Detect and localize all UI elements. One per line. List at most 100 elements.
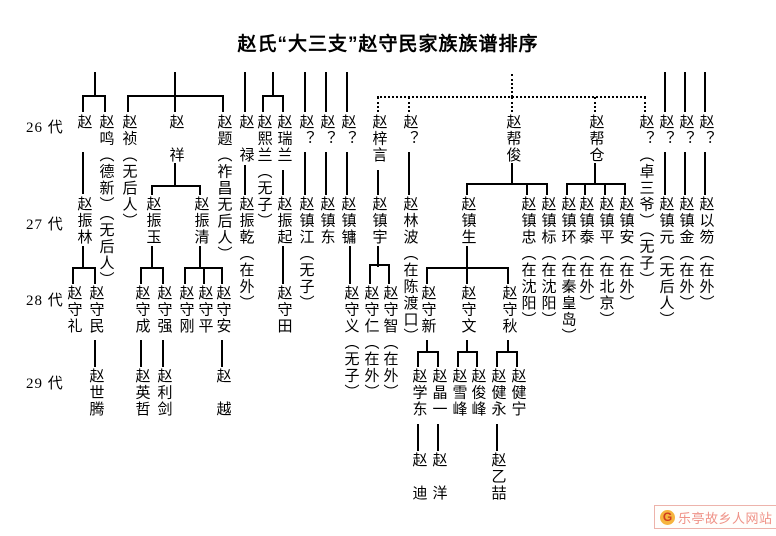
connector-line bbox=[221, 340, 223, 367]
tree-node: 赵 洋 bbox=[430, 452, 447, 502]
connector-line bbox=[466, 184, 468, 195]
connector-line bbox=[594, 163, 596, 185]
tree-node: 赵帮仓 bbox=[587, 114, 604, 164]
connector-line bbox=[437, 352, 439, 367]
tree-node: 赵？ bbox=[697, 114, 714, 147]
page-title: 赵氏“大三支”赵守民家族族谱排序 bbox=[237, 34, 539, 55]
tree-node: 赵祯（无后人） bbox=[120, 114, 137, 230]
tree-node: 赵守礼 bbox=[65, 285, 82, 335]
connector-line-dotted bbox=[511, 74, 513, 97]
watermark: G 乐亭故乡人网站 bbox=[654, 505, 776, 529]
connector-line bbox=[203, 268, 205, 284]
tree-node: 赵晶一 bbox=[430, 368, 447, 418]
connector-line bbox=[82, 152, 84, 194]
tree-node: 赵镇江（无子） bbox=[297, 196, 314, 312]
tree-node: 赵利剑 bbox=[155, 368, 172, 418]
connector-line bbox=[466, 340, 468, 353]
connector-line bbox=[604, 184, 606, 195]
connector-line bbox=[507, 268, 509, 284]
tree-node: 赵镇生 bbox=[459, 196, 476, 246]
tree-node: 赵守平 bbox=[196, 285, 213, 335]
tree-node: 赵英哲 bbox=[133, 368, 150, 418]
connector-line bbox=[369, 265, 371, 284]
connector-line bbox=[140, 340, 142, 367]
connector-line bbox=[496, 424, 498, 451]
connector-line-dotted bbox=[377, 97, 379, 112]
connector-line bbox=[282, 96, 284, 112]
tree-node: 赵镇元（无后人） bbox=[657, 196, 674, 328]
connector-line-dotted bbox=[511, 97, 513, 112]
tree-node: 赵守秋 bbox=[500, 285, 517, 335]
connector-line bbox=[304, 72, 306, 112]
connector-line bbox=[476, 352, 478, 367]
generation-label-26: 26 代 bbox=[26, 120, 64, 136]
connector-line bbox=[244, 165, 246, 195]
tree-node: 赵守义（无子） bbox=[342, 285, 359, 401]
connector-line bbox=[304, 152, 306, 195]
tree-node: 赵题（祚昌无后人） bbox=[215, 114, 232, 263]
connector-line bbox=[222, 96, 224, 112]
connector-line bbox=[664, 152, 666, 195]
connector-line bbox=[511, 163, 513, 185]
connector-line bbox=[426, 268, 428, 284]
tree-node: 赵雪峰 bbox=[450, 368, 467, 418]
tree-node: 赵林波（在陈渡口） bbox=[401, 196, 418, 345]
tree-node: 赵？ bbox=[401, 114, 418, 147]
connector-line bbox=[346, 152, 348, 195]
tree-node: 赵健宁 bbox=[509, 368, 526, 418]
connector-line bbox=[151, 186, 153, 195]
tree-node: 赵镇忠（在沈阳） bbox=[519, 196, 536, 328]
tree-node: 赵镇东 bbox=[318, 196, 335, 246]
tree-node: 赵镇安（在外） bbox=[617, 196, 634, 312]
tree-node: 赵 bbox=[75, 114, 92, 131]
connector-line bbox=[377, 170, 379, 195]
connector-line bbox=[262, 95, 284, 97]
connector-line bbox=[151, 246, 153, 269]
tree-node: 赵世腾 bbox=[87, 368, 104, 418]
connector-line bbox=[684, 72, 686, 112]
connector-line bbox=[466, 183, 548, 185]
tree-node: 赵守新 bbox=[419, 285, 436, 335]
connector-line bbox=[325, 152, 327, 195]
connector-line bbox=[151, 185, 201, 187]
connector-line bbox=[282, 170, 284, 195]
connector-line bbox=[82, 95, 106, 97]
connector-line bbox=[140, 268, 142, 284]
connector-line bbox=[426, 340, 428, 353]
tree-node: 赵？ bbox=[657, 114, 674, 147]
tree-node: 赵守安 bbox=[214, 285, 231, 335]
connector-line bbox=[624, 184, 626, 195]
connector-line bbox=[82, 246, 84, 269]
tree-node: 赵 迪 bbox=[410, 452, 427, 502]
connector-line bbox=[349, 246, 351, 284]
tree-node: 赵 越 bbox=[214, 368, 231, 418]
connector-line bbox=[526, 184, 528, 195]
connector-line bbox=[457, 352, 459, 367]
tree-node: 赵 禄 bbox=[237, 114, 254, 164]
connector-line bbox=[664, 72, 666, 112]
tree-node: 赵守文 bbox=[459, 285, 476, 335]
connector-line bbox=[496, 351, 518, 353]
connector-line bbox=[346, 72, 348, 112]
tree-node: 赵镇宇 bbox=[370, 196, 387, 246]
connector-line bbox=[388, 265, 390, 284]
tree-node: 赵振林 bbox=[75, 196, 92, 246]
connector-line bbox=[466, 246, 468, 269]
tree-node: 赵学东 bbox=[410, 368, 427, 418]
tree-node: 赵鸣（德新）（无后人） bbox=[97, 114, 114, 288]
tree-node: 赵镇平（在北京） bbox=[597, 196, 614, 328]
connector-line bbox=[325, 72, 327, 112]
connector-line bbox=[466, 268, 468, 284]
tree-node: 赵镇泰（在外） bbox=[577, 196, 594, 312]
connector-line bbox=[184, 268, 186, 284]
connector-line bbox=[272, 72, 274, 96]
connector-line bbox=[408, 152, 410, 195]
connector-line-dotted bbox=[594, 97, 596, 112]
connector-line bbox=[417, 351, 439, 353]
tree-node: 赵守强 bbox=[155, 285, 172, 335]
connector-line bbox=[174, 96, 176, 112]
connector-line bbox=[546, 184, 548, 195]
connector-line bbox=[199, 246, 201, 269]
connector-line bbox=[94, 340, 96, 367]
tree-node: 赵熙兰（无子） bbox=[255, 114, 272, 230]
